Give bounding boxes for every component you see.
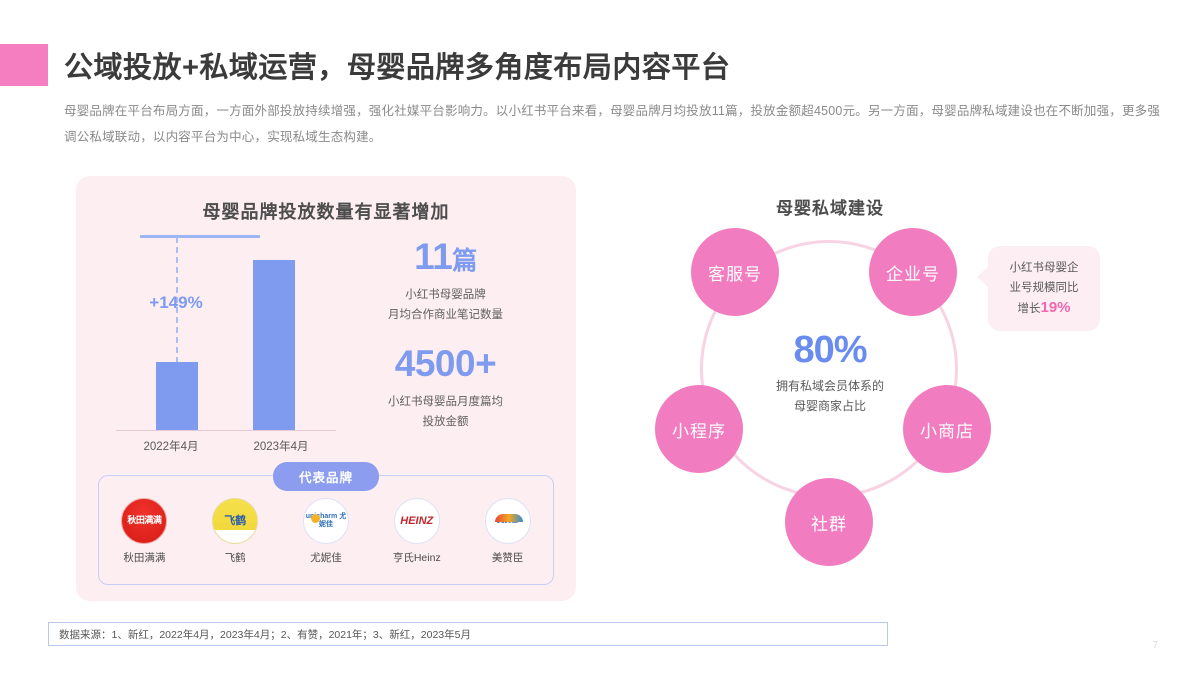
brand-logo-meadjohnson-icon: 美赞臣 xyxy=(484,498,531,544)
brand-name: 秋田满满 xyxy=(123,552,166,564)
brand-logo-text: 秋田满满 xyxy=(127,515,162,526)
chart-x-axis-labels: 2022年4月 2023年4月 xyxy=(116,438,336,454)
brand-logo-text: 飞鹤 xyxy=(224,514,247,527)
diagram-node-xiaoshangdian[interactable]: 小商店 xyxy=(903,385,991,473)
brand-name: 尤妮佳 xyxy=(310,552,342,564)
stat-notes-value: 11 xyxy=(414,236,453,277)
representative-brands-card: 代表品牌 秋田满满 秋田满满 飞鹤 飞鹤 xyxy=(98,462,554,585)
page-subtitle: 母婴品牌在平台布局方面，一方面外部投放持续增强，强化社媒平台影响力。以小红书平台… xyxy=(64,104,1161,144)
diagram-node-qiyehao[interactable]: 企业号 xyxy=(869,228,957,316)
stat-notes-value-wrap: 11篇 xyxy=(343,236,548,277)
stat-amount-value: 4500+ xyxy=(394,342,497,384)
chart-baseline xyxy=(116,429,336,431)
brand-logo-feihe-icon: 飞鹤 xyxy=(212,498,259,544)
stat-notes-caption: 小红书母婴品牌 月均合作商业笔记数量 xyxy=(343,285,548,325)
meadjohnson-arc-icon xyxy=(494,514,523,522)
brand-logo-row: 秋田满满 秋田满满 飞鹤 飞鹤 unicharm 尤妮佳 尤妮佳 xyxy=(99,498,553,565)
diagram-node-shequn[interactable]: 社群 xyxy=(785,478,873,566)
source-footer: 数据来源：1、新红，2022年4月，2023年4月；2、有赞，2021年；3、新… xyxy=(48,622,888,646)
source-text: 数据来源：1、新红，2022年4月，2023年4月；2、有赞，2021年；3、新… xyxy=(59,628,471,641)
center-stat-caption: 拥有私域会员体系的 母婴商家占比 xyxy=(735,376,925,416)
callout-line2: 业号规模同比 xyxy=(1009,282,1079,294)
x-label-2022: 2022年4月 xyxy=(143,441,199,453)
private-domain-diagram: 80% 拥有私域会员体系的 母婴商家占比 客服号 企业号 小程序 小商店 社群 xyxy=(655,228,1005,580)
brand-item[interactable]: HEINZ 亨氏Heinz xyxy=(378,498,456,565)
stat-notes-caption-line2: 月均合作商业笔记数量 xyxy=(388,308,503,321)
page-number: 7 xyxy=(1152,640,1158,651)
brand-name: 美赞臣 xyxy=(491,552,524,564)
callout-line1: 小红书母婴企 xyxy=(1009,262,1079,274)
growth-annotation: +149% xyxy=(149,293,203,312)
brand-item[interactable]: unicharm 尤妮佳 尤妮佳 xyxy=(287,498,365,565)
left-chart-panel: 母婴品牌投放数量有显著增加 +149% 2022年4月 2023年4月 11篇 … xyxy=(76,176,576,601)
bar-chart: +149% xyxy=(116,231,336,431)
center-stat-caption-line2: 母婴商家占比 xyxy=(793,398,866,413)
title-accent-bar xyxy=(0,44,48,86)
diagram-node-xiaochengxu[interactable]: 小程序 xyxy=(655,385,743,473)
unicharm-dot-icon xyxy=(310,514,320,523)
stat-notes-caption-line1: 小红书母婴品牌 xyxy=(405,288,486,301)
qiyehao-callout: 小红书母婴企 业号规模同比 增长19% xyxy=(977,246,1100,331)
brand-name: 飞鹤 xyxy=(224,552,246,564)
brand-logo-text: HEINZ xyxy=(400,514,434,527)
brand-logo-text: unicharm 尤妮佳 xyxy=(305,513,347,528)
stat-amount-caption-line1: 小红书母婴品月度篇均 xyxy=(388,395,503,408)
left-panel-stats: 11篇 小红书母婴品牌 月均合作商业笔记数量 4500+ 小红书母婴品月度篇均 … xyxy=(343,236,548,432)
brand-logo-qiutianmanman-icon: 秋田满满 xyxy=(121,498,168,544)
brand-item[interactable]: 飞鹤 飞鹤 xyxy=(196,498,274,565)
representative-brands-badge: 代表品牌 xyxy=(272,462,380,491)
brand-logo-unicharm-icon: unicharm 尤妮佳 xyxy=(302,498,349,544)
brand-logo-heinz-icon: HEINZ xyxy=(393,498,440,544)
stat-amount-caption: 小红书母婴品月度篇均 投放金额 xyxy=(343,392,548,432)
diagram-center-stat: 80% 拥有私域会员体系的 母婴商家占比 xyxy=(735,329,925,416)
callout-line3: 增长19% xyxy=(998,298,1090,319)
brand-item[interactable]: 秋田满满 秋田满满 xyxy=(105,498,183,565)
left-panel-title: 母婴品牌投放数量有显著增加 xyxy=(202,202,450,222)
page-title: 公域投放+私域运营，母婴品牌多角度布局内容平台 xyxy=(64,52,731,84)
brand-item[interactable]: 美赞臣 美赞臣 xyxy=(469,498,547,565)
center-stat-value: 80% xyxy=(793,329,867,371)
callout-highlight-value: 19% xyxy=(1040,299,1071,316)
bar-2023 xyxy=(253,259,295,430)
diagram-node-kefuhao[interactable]: 客服号 xyxy=(691,228,779,316)
stats-spacer xyxy=(343,325,548,345)
bar-2022 xyxy=(156,361,198,430)
chart-dashed-connector xyxy=(176,237,178,363)
chart-top-rule xyxy=(140,235,260,238)
brand-name: 亨氏Heinz xyxy=(392,552,441,564)
right-panel-title: 母婴私域建设 xyxy=(776,199,884,218)
center-stat-caption-line1: 拥有私域会员体系的 xyxy=(775,378,884,393)
stat-notes-unit: 篇 xyxy=(452,247,477,275)
x-label-2023: 2023年4月 xyxy=(253,441,309,453)
callout-prefix: 增长 xyxy=(1017,303,1041,315)
stat-amount-caption-line2: 投放金额 xyxy=(422,415,469,428)
